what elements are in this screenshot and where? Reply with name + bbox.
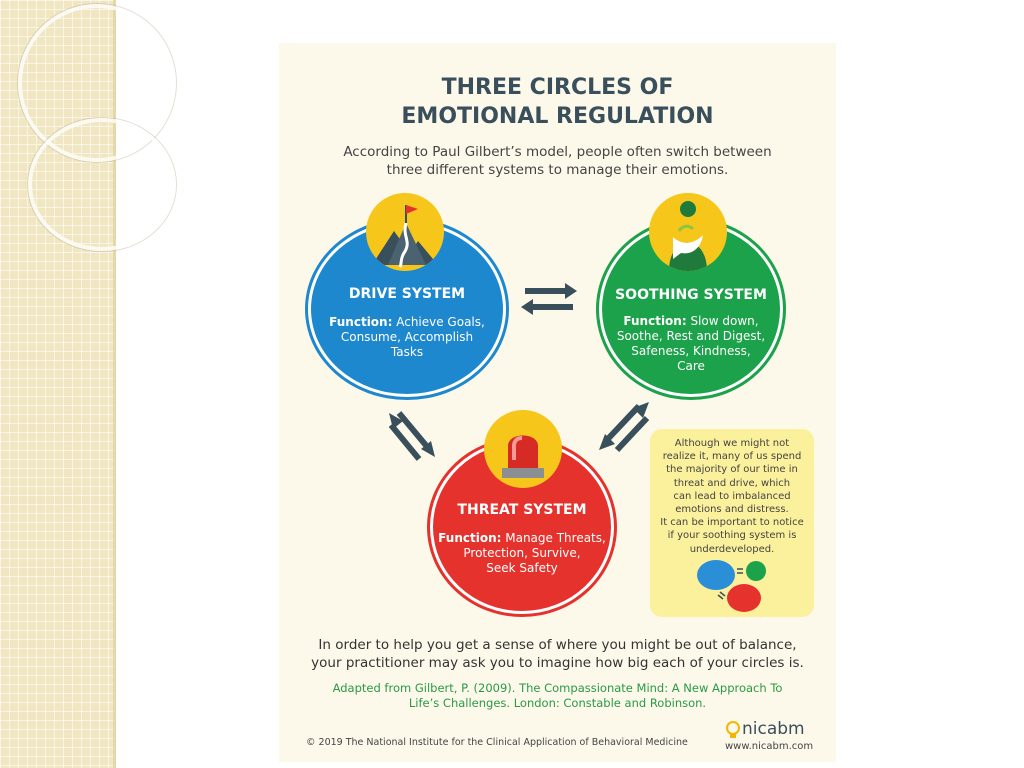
siren-icon bbox=[484, 410, 562, 488]
drive-soothing-arrows-icon bbox=[521, 283, 577, 315]
drive-system-function: Function: Achieve Goals,Consume, Accompl… bbox=[329, 315, 485, 359]
mountain-flag-icon bbox=[366, 193, 444, 271]
nicabm-logo: nicabm www.nicabm.com bbox=[725, 719, 825, 759]
balance-instruction-text: In order to help you get a sense of wher… bbox=[311, 637, 804, 671]
dove-person-icon bbox=[649, 193, 727, 271]
decorative-ring-icon bbox=[28, 118, 176, 251]
sidebar-edge bbox=[113, 0, 116, 768]
drive-system-title: DRIVE SYSTEM bbox=[348, 286, 466, 302]
logo-url: www.nicabm.com bbox=[725, 741, 814, 752]
logo-name: nicabm bbox=[742, 719, 805, 739]
intro-text: According to Paul Gilbert’s model, peopl… bbox=[343, 144, 772, 178]
drive-threat-arrows-icon bbox=[389, 411, 435, 461]
copyright-text: © 2019 The National Institute for the Cl… bbox=[306, 737, 688, 748]
threat-system-function: Function: Manage Threats,Protection, Sur… bbox=[438, 531, 606, 575]
threat-system-title: THREAT SYSTEM bbox=[457, 502, 587, 518]
soothing-threat-arrows-icon bbox=[599, 402, 649, 453]
citation-text: Adapted from Gilbert, P. (2009). The Com… bbox=[332, 681, 783, 710]
imbalanced-circles-icon bbox=[697, 560, 766, 612]
info-note-text: Although we might not realize it, many o… bbox=[660, 438, 804, 555]
lightbulb-logo-icon bbox=[726, 721, 740, 738]
soothing-system-title: SOOTHING SYSTEM bbox=[615, 287, 767, 303]
soothing-system-function: Function: Slow down,Soothe, Rest and Dig… bbox=[616, 314, 766, 373]
info-note-box: Although we might not realize it, many o… bbox=[650, 429, 814, 617]
